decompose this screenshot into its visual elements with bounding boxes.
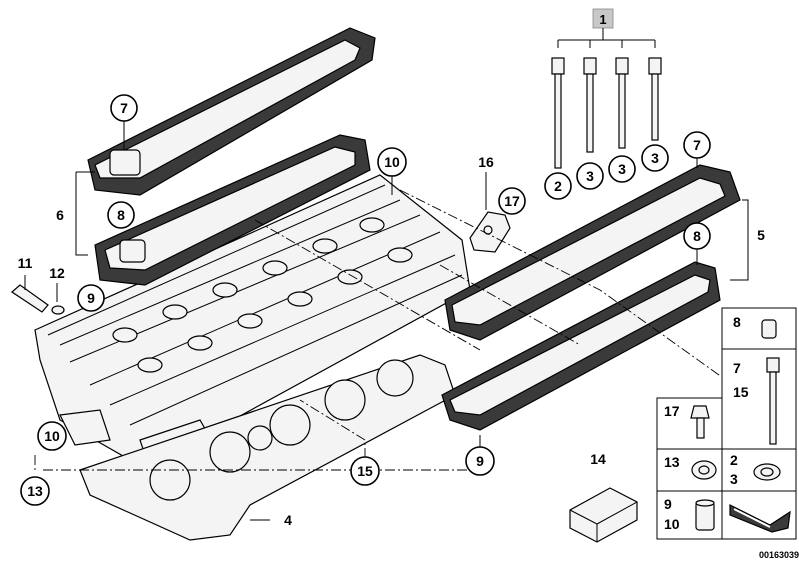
callout-11: 11 (18, 255, 33, 271)
svg-text:13: 13 (664, 454, 680, 470)
bolt-b (583, 57, 597, 153)
svg-text:10: 10 (44, 428, 60, 444)
svg-text:3: 3 (586, 168, 594, 184)
callout-9-right: 9 (465, 446, 495, 476)
svg-text:9: 9 (476, 453, 484, 469)
callout-10-bottom: 10 (37, 421, 67, 451)
legend-cell-9-10: 9 10 (664, 496, 715, 532)
seal-ring-12 (51, 305, 65, 315)
legend-cell-17: 17 (664, 403, 710, 439)
right-bearing-ladder-lower (441, 261, 721, 431)
svg-text:9: 9 (87, 290, 95, 306)
head-gasket (79, 354, 456, 541)
svg-text:10: 10 (384, 154, 400, 170)
legend-cell-13: 13 (664, 454, 717, 480)
svg-text:10: 10 (664, 516, 680, 532)
legend-grid: 8 7 15 17 13 2 3 9 10 (656, 307, 797, 540)
legend-cell-2-3: 2 3 (730, 452, 781, 487)
svg-text:15: 15 (357, 463, 373, 479)
left-bearing-ladder-upper (87, 27, 376, 196)
callout-12: 12 (49, 265, 65, 281)
callout-8-left: 8 (107, 201, 135, 229)
svg-text:8: 8 (733, 314, 741, 330)
left-bearing-ladder-lower (94, 134, 371, 286)
right-bearing-ladder-upper (444, 164, 741, 341)
svg-text:8: 8 (693, 228, 701, 244)
svg-text:8: 8 (117, 207, 125, 223)
callout-10-top: 10 (377, 147, 407, 177)
svg-text:2: 2 (554, 178, 562, 194)
box-kit-14 (569, 487, 638, 543)
callout-17: 17 (498, 187, 526, 215)
svg-text:7: 7 (733, 360, 741, 376)
callout-3-c: 3 (641, 144, 669, 172)
svg-text:3: 3 (651, 150, 659, 166)
bolt-d (648, 57, 662, 141)
legend-cell-8: 8 (733, 314, 777, 339)
legend-cell-7-15: 7 15 (733, 357, 780, 445)
svg-text:15: 15 (733, 384, 749, 400)
callout-3-a: 3 (576, 162, 604, 190)
callout-16: 16 (478, 154, 494, 170)
bolt-a (551, 57, 565, 169)
callout-3-b: 3 (608, 155, 636, 183)
svg-text:13: 13 (27, 483, 43, 499)
callout-6: 6 (56, 207, 64, 223)
svg-text:7: 7 (120, 100, 128, 116)
callout-5: 5 (757, 227, 765, 243)
callout-1: 1 (599, 12, 606, 27)
diagram-code: 00163039 (759, 550, 799, 560)
callout-9-left: 9 (77, 284, 105, 312)
oil-pressure-sensor-11 (11, 284, 49, 313)
callout-7-left: 7 (110, 94, 138, 122)
svg-text:7: 7 (693, 137, 701, 153)
callout-13: 13 (20, 476, 50, 506)
callout-2: 2 (544, 172, 572, 200)
bolt-set (551, 8, 662, 169)
svg-text:3: 3 (618, 161, 626, 177)
svg-text:17: 17 (504, 193, 520, 209)
bolt-c (615, 57, 629, 149)
svg-text:9: 9 (664, 496, 672, 512)
svg-text:17: 17 (664, 403, 680, 419)
callout-8-right: 8 (683, 222, 711, 250)
callout-7-right: 7 (683, 131, 711, 159)
callout-4: 4 (284, 512, 292, 528)
center-lines (34, 189, 741, 471)
svg-text:2: 2 (730, 452, 738, 468)
callout-14: 14 (590, 451, 606, 467)
arrow-symbol-icon (729, 504, 791, 533)
cam-bore-row (112, 217, 413, 373)
svg-text:3: 3 (730, 471, 738, 487)
callout-15: 15 (350, 456, 380, 486)
bracket-16 (469, 211, 511, 253)
